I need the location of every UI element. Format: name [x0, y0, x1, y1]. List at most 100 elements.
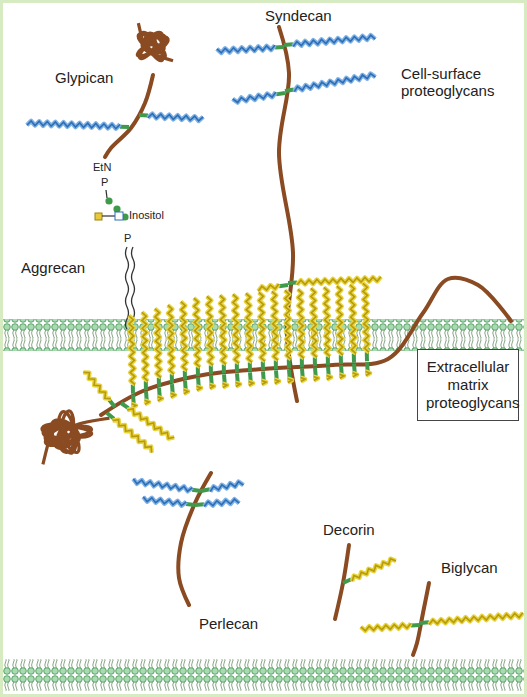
chemical-label: P [101, 176, 108, 189]
gag-chain-outline [183, 390, 188, 394]
gag-chain [261, 381, 266, 385]
category-label: Extracellular matrix proteoglycans [426, 358, 510, 412]
gag-chain [337, 286, 343, 355]
gag-chain-outline [196, 386, 201, 390]
linker-tetrasaccharide [120, 125, 129, 129]
gag-chain [133, 479, 192, 491]
gag-chain-outline [272, 291, 278, 360]
syndecan-core [279, 27, 297, 401]
gpi-bond [106, 190, 107, 198]
gag-chain [350, 285, 356, 354]
linker-tetrasaccharide [139, 113, 148, 118]
gag-chain-outline [142, 312, 148, 381]
gag-chain-outline [148, 114, 203, 121]
gag-chain [272, 291, 278, 360]
gag-chain-outline [220, 295, 226, 364]
gag-chain [181, 302, 187, 371]
gag-chain-outline [127, 409, 174, 439]
gag-chain-outline [258, 284, 278, 291]
linker-tetrasaccharide [261, 361, 265, 370]
linker-tetrasaccharide [352, 354, 356, 363]
gag-chain-outline [83, 372, 111, 398]
gag-chain-outline [361, 623, 411, 630]
gag-chain [233, 294, 239, 363]
linker-tetrasaccharide [420, 620, 429, 625]
gag-chain [313, 377, 318, 381]
gag-chain [142, 312, 148, 381]
mannose-residue [105, 197, 112, 204]
gag-chain-outline [326, 376, 331, 380]
linker-tetrasaccharide [279, 285, 288, 286]
gag-chain [293, 35, 375, 46]
linker-tetrasaccharide [313, 357, 317, 366]
gag-chain [361, 623, 411, 630]
plasma-membrane [3, 659, 524, 691]
linker-tetrasaccharide [186, 504, 195, 505]
gag-chain [127, 409, 174, 439]
linker-tetrasaccharide [131, 385, 135, 394]
gag-chain [204, 499, 239, 506]
gag-chain-outline [157, 397, 162, 401]
glucosamine-residue [95, 213, 102, 220]
gag-chain [298, 289, 304, 358]
gag-chain-outline [261, 381, 266, 385]
linker-tetrasaccharide [183, 371, 187, 380]
gag-chain-outline [222, 384, 227, 388]
gag-chain [27, 121, 120, 129]
linker-tetrasaccharide [109, 400, 115, 407]
gag-chain [155, 309, 161, 378]
gag-chain [294, 74, 375, 92]
glypican-core [105, 75, 153, 157]
gag-chain [209, 385, 214, 389]
gag-chain [129, 316, 135, 385]
gag-chain-outline [155, 309, 161, 378]
folded-domain [42, 411, 109, 465]
gag-chain [210, 482, 243, 492]
proteoglycan-name: Decorin [323, 521, 375, 538]
gag-chain-outline [209, 385, 214, 389]
linker-tetrasaccharide [326, 356, 330, 365]
gag-chain [217, 45, 275, 53]
linker-tetrasaccharide [248, 362, 252, 371]
gag-chain [258, 284, 278, 291]
linker-tetrasaccharide [195, 502, 204, 507]
gag-chain-outline [352, 373, 357, 377]
linker-tetrasaccharide [157, 378, 161, 387]
gag-chain-outline [311, 288, 317, 357]
linker-tetrasaccharide [235, 363, 239, 372]
proteoglycan-name: Syndecan [265, 7, 332, 24]
linker-tetrasaccharide [170, 374, 174, 383]
linker-tetrasaccharide [365, 352, 369, 361]
gag-chain-outline [363, 283, 369, 352]
gag-chain-outline [313, 377, 318, 381]
gag-chain [324, 287, 330, 356]
gag-chain [196, 386, 201, 390]
gag-chain-outline [210, 482, 243, 492]
linker-tetrasaccharide [192, 490, 201, 491]
gpi-bond [102, 215, 115, 216]
inositol-ring [115, 212, 123, 220]
gag-chain-outline [129, 316, 135, 385]
gag-chain-outline [246, 293, 252, 362]
gag-chain-outline [170, 393, 175, 397]
proteoglycan-name: Perlecan [199, 615, 258, 632]
gag-chain [222, 384, 227, 388]
gag-chain-outline [204, 499, 239, 506]
gag-chain [339, 374, 344, 378]
biglycan-core [413, 583, 429, 655]
linker-tetrasaccharide [284, 42, 293, 47]
gag-chain [157, 397, 162, 401]
gag-chain-outline [294, 74, 375, 92]
gag-chain [220, 295, 226, 364]
chemical-label: Inositol [129, 209, 164, 222]
gag-chain-outline [133, 479, 192, 491]
gag-chain-outline [259, 292, 265, 361]
gag-chain [326, 376, 331, 380]
gag-chain-outline [300, 378, 305, 382]
gag-chain-outline [324, 287, 330, 356]
gag-chain-outline [217, 45, 275, 53]
gag-chain [170, 393, 175, 397]
proteoglycan-name: Biglycan [441, 559, 498, 576]
category-box: Extracellular matrix proteoglycans [417, 349, 519, 421]
